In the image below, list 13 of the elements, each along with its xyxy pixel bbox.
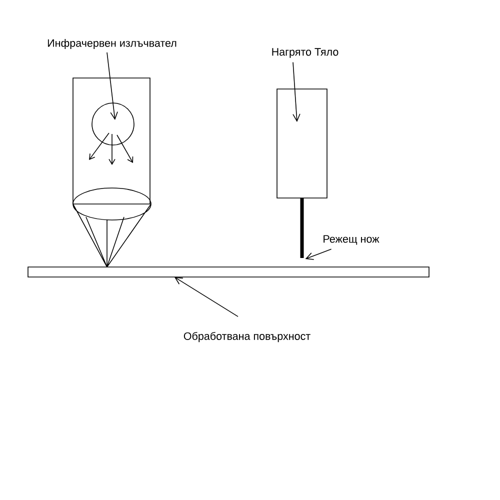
leader-arrow [305,248,332,260]
heated-body-box [276,88,328,198]
emitter-circle [92,102,134,146]
leader-arrow [106,52,118,120]
workpiece-plate [28,266,430,278]
knife-blade [300,198,304,258]
callout-label: Нагрято Тяло [272,48,338,58]
callout-label: Инфрачервен излъчвател [48,38,176,50]
leader-arrow [174,277,238,317]
leader-arrow [292,62,300,122]
emitter-housing [72,78,150,204]
callout-label: Режещ нож [324,235,380,245]
callout-label: Обработвана повърхност [184,332,310,342]
